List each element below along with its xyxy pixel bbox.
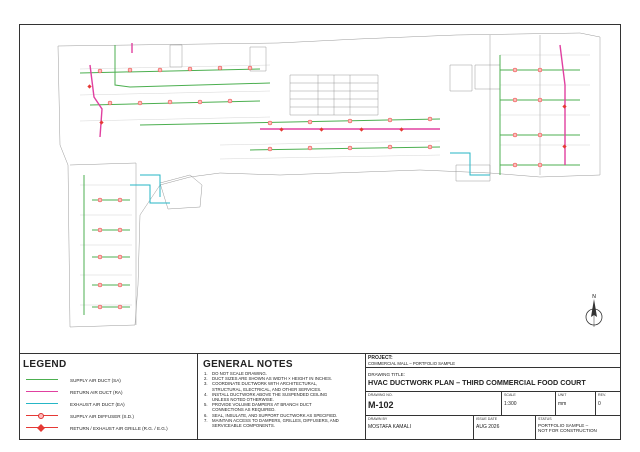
drawing-title-label: DRAWING TITLE: <box>368 372 406 377</box>
partition-lines <box>79 54 590 306</box>
note-item: 6.SEAL, INSULATE, AND SUPPORT DUCTWORK A… <box>204 412 338 418</box>
legend-label: RETURN / EXHAUST AIR GRILLE (R.G. / E.G.… <box>70 425 168 431</box>
unit-cell: UNIT mm <box>556 392 596 416</box>
general-notes-panel: GENERAL NOTES 1.DO NOT SCALE DRAWING. 2.… <box>198 354 366 440</box>
issue-date-cell: ISSUE DATE AUG 2026 <box>474 416 536 440</box>
ductwork-plan <box>57 32 601 328</box>
legend-item-supply: SUPPLY AIR DUCT (SA) <box>24 375 196 385</box>
rev-label: REV. <box>598 393 607 397</box>
legend-label: RETURN AIR DUCT (RA) <box>70 389 123 395</box>
scale-cell: SCALE 1:300 <box>502 392 556 416</box>
drawn-by: MOSTAFA KAMALI <box>368 424 411 430</box>
unit-value: mm <box>558 401 567 407</box>
note-item: 7.MAINTAIN ACCESS TO DAMPERS, GRILLES, D… <box>204 417 339 423</box>
note-item: 1.DO NOT SCALE DRAWING. <box>204 371 267 376</box>
note-item: UNLESS NOTED OTHERWISE. <box>212 397 274 403</box>
drawing-title-cell: DRAWING TITLE: HVAC DUCTWORK PLAN – THIR… <box>366 368 620 392</box>
legend-item-return: RETURN AIR DUCT (RA) <box>24 387 196 397</box>
diffusers <box>97 65 543 310</box>
status-label: STATUS <box>538 417 552 421</box>
grille-diamond-icon <box>24 423 60 433</box>
note-item: 5.PROVIDE VOLUME DAMPERS AT BRANCH DUCT <box>204 402 312 408</box>
notes-title: GENERAL NOTES <box>203 359 293 370</box>
scale-label: SCALE <box>504 393 516 397</box>
drawing-no-cell: DRAWING NO. M-102 <box>366 392 502 416</box>
legend-label: SUPPLY AIR DUCT (SA) <box>70 377 121 383</box>
legend-panel: LEGEND SUPPLY AIR DUCT (SA) RETURN AIR D… <box>20 354 198 440</box>
north-label: N <box>592 294 596 300</box>
project-label: PROJECT: <box>368 355 393 361</box>
issue-date-label: ISSUE DATE <box>476 417 498 421</box>
sheet-border <box>19 24 621 440</box>
note-item: CONNECTIONS AS REQUIRED. <box>212 407 276 413</box>
legend-item-exhaust: EXHAUST AIR DUCT (EA) <box>24 399 196 409</box>
drawing-no: M-102 <box>368 400 394 410</box>
issue-date: AUG 2026 <box>476 424 500 430</box>
return-air-ducts <box>89 43 566 165</box>
note-item: 4.INSTALL DUCTWORK ABOVE THE SUSPENDED C… <box>204 391 328 397</box>
return-duct-line <box>24 387 60 397</box>
note-item: 2.DUCT SIZES ARE SHOWN AS WIDTH × HEIGHT… <box>204 376 333 382</box>
exhaust-duct-line <box>24 399 60 409</box>
status-line-2: NOT FOR CONSTRUCTION <box>538 428 597 433</box>
scale-value: 1:300 <box>504 401 517 407</box>
status-cell: STATUS PORTFOLIO SAMPLE – NOT FOR CONSTR… <box>536 416 620 440</box>
drawing-info-panel: PROJECT: COMMERCIAL MALL – PORTFOLIO SAM… <box>366 354 620 440</box>
legend-item-diffuser: SUPPLY AIR DIFFUSER (S.D.) <box>24 411 196 421</box>
legend-label: EXHAUST AIR DUCT (EA) <box>70 401 125 407</box>
drawn-by-label: DRAWN BY <box>368 417 388 421</box>
supply-duct-line <box>24 375 60 385</box>
project-name: COMMERCIAL MALL – PORTFOLIO SAMPLE <box>368 361 456 366</box>
legend-item-grille: RETURN / EXHAUST AIR GRILLE (R.G. / E.G.… <box>24 423 196 433</box>
note-item: SERVICEABLE COMPONENTS. <box>212 423 275 429</box>
diffuser-circle-icon <box>24 411 60 421</box>
drawn-by-cell: DRAWN BY MOSTAFA KAMALI <box>366 416 474 440</box>
exhaust-air-ducts <box>130 152 490 204</box>
note-item: 3.COORDINATE DUCTWORK WITH ARCHITECTURAL… <box>204 381 318 387</box>
note-item: STRUCTURAL, ELECTRICAL, AND OTHER SERVIC… <box>212 386 322 392</box>
building-outline <box>57 32 601 328</box>
north-arrow-icon: N <box>585 294 603 327</box>
grilles <box>87 84 567 149</box>
unit-label: UNIT <box>558 393 567 397</box>
legend-label: SUPPLY AIR DIFFUSER (S.D.) <box>70 413 134 419</box>
drawing-title: HVAC DUCTWORK PLAN – THIRD COMMERCIAL FO… <box>368 378 586 387</box>
title-block: LEGEND SUPPLY AIR DUCT (SA) RETURN AIR D… <box>20 353 620 440</box>
status-line-1: PORTFOLIO SAMPLE – <box>538 423 589 428</box>
notes-list: 1.DO NOT SCALE DRAWING. 2.DUCT SIZES ARE… <box>204 371 364 428</box>
rev-value: 0 <box>598 401 601 407</box>
supply-air-ducts <box>79 45 580 315</box>
drawing-no-label: DRAWING NO. <box>368 393 393 397</box>
project-cell: PROJECT: COMMERCIAL MALL – PORTFOLIO SAM… <box>366 354 620 368</box>
rev-cell: REV. 0 <box>596 392 620 416</box>
legend-title: LEGEND <box>23 359 67 370</box>
